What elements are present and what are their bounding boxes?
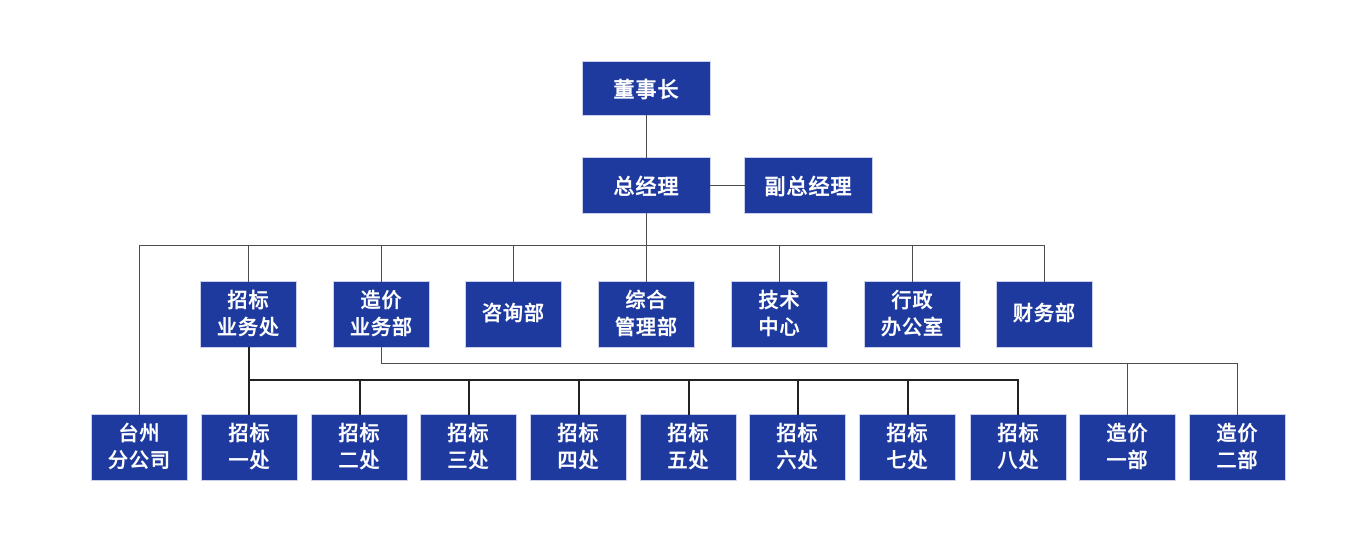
org-node-taizhou-branch: 台州 分公司 xyxy=(92,415,187,480)
connector-drop-finance-dept xyxy=(1044,245,1045,282)
connector-cost-dept-trunk xyxy=(381,347,382,363)
connector-drop-cost-dept-1 xyxy=(1127,363,1128,415)
org-node-bidding-office-2: 招标 二处 xyxy=(312,415,407,480)
connector-drop-bidding-office-3 xyxy=(468,379,470,415)
connector-drop-technology-center xyxy=(779,245,780,282)
org-node-bidding-office-7: 招标 七处 xyxy=(860,415,955,480)
org-node-bidding-business-office: 招标 业务处 xyxy=(201,282,296,347)
connector-gm-to-bus xyxy=(646,213,647,245)
org-node-label-line1: 行政 xyxy=(891,290,934,313)
org-node-label-line1: 招标 xyxy=(997,423,1040,446)
connector-drop-bidding-office-7 xyxy=(907,379,909,415)
org-node-label-line2: 六处 xyxy=(776,449,819,472)
connector-level3-bus xyxy=(139,245,1045,246)
org-node-bidding-office-4: 招标 四处 xyxy=(531,415,626,480)
org-node-bidding-office-8: 招标 八处 xyxy=(971,415,1066,480)
org-node-deputy-general-manager: 副总经理 xyxy=(745,158,872,213)
org-node-technology-center: 技术 中心 xyxy=(732,282,827,347)
org-node-label-line1: 招标 xyxy=(447,423,490,446)
org-node-label-line1: 台州 xyxy=(118,423,161,446)
connector-drop-general-management-dept xyxy=(646,245,647,282)
org-node-bidding-office-6: 招标 六处 xyxy=(750,415,845,480)
org-node-cost-business-dept: 造价 业务部 xyxy=(334,282,429,347)
org-node-label-line1: 综合 xyxy=(625,290,668,313)
org-node-label-line1: 造价 xyxy=(1106,423,1149,446)
org-node-label: 财务部 xyxy=(1013,303,1076,326)
org-node-label-line2: 办公室 xyxy=(881,316,944,339)
org-node-label: 咨询部 xyxy=(482,303,545,326)
org-node-label: 总经理 xyxy=(613,175,680,199)
connector-drop-administrative-office xyxy=(912,245,913,282)
org-node-label-line2: 一部 xyxy=(1106,449,1149,472)
connector-drop-bidding-office-4 xyxy=(578,379,580,415)
org-node-label-line2: 中心 xyxy=(758,316,801,339)
connector-drop-bidding-office-6 xyxy=(797,379,799,415)
org-node-label-line1: 招标 xyxy=(557,423,600,446)
connector-bidding-offices-bus xyxy=(248,379,1019,381)
org-node-bidding-office-3: 招标 三处 xyxy=(421,415,516,480)
org-node-label-line2: 八处 xyxy=(997,449,1040,472)
connector-gm-to-deputy-gm xyxy=(710,185,745,186)
org-node-label-line2: 业务部 xyxy=(350,316,413,339)
connector-drop-bidding-business-office xyxy=(248,245,249,282)
org-node-label-line2: 三处 xyxy=(447,449,490,472)
org-node-label-line2: 管理部 xyxy=(615,316,678,339)
org-node-general-manager: 总经理 xyxy=(583,158,710,213)
connector-drop-consulting-dept xyxy=(513,245,514,282)
org-node-label-line1: 招标 xyxy=(886,423,929,446)
connector-bidding-office-trunk xyxy=(248,347,250,415)
connector-drop-bidding-office-8 xyxy=(1017,379,1019,415)
org-node-administrative-office: 行政 办公室 xyxy=(865,282,960,347)
org-node-chairman: 董事长 xyxy=(583,62,710,115)
org-node-label-line1: 造价 xyxy=(1216,423,1259,446)
org-node-label-line1: 招标 xyxy=(776,423,819,446)
org-node-label-line2: 业务处 xyxy=(217,316,280,339)
connector-cost-depts-bus xyxy=(381,363,1238,364)
connector-drop-cost-business-dept xyxy=(381,245,382,282)
org-node-bidding-office-5: 招标 五处 xyxy=(641,415,736,480)
connector-chairman-to-gm xyxy=(646,115,647,158)
org-node-label-line2: 二部 xyxy=(1216,449,1259,472)
org-node-label: 董事长 xyxy=(613,78,680,102)
org-node-label-line1: 招标 xyxy=(227,290,270,313)
connector-drop-cost-dept-2 xyxy=(1237,363,1238,415)
org-node-cost-dept-2: 造价 二部 xyxy=(1190,415,1285,480)
org-node-label-line2: 一处 xyxy=(228,449,271,472)
org-node-label-line2: 四处 xyxy=(557,449,600,472)
connector-drop-bidding-office-2 xyxy=(359,379,361,415)
org-node-bidding-office-1: 招标 一处 xyxy=(202,415,297,480)
org-node-general-management-dept: 综合 管理部 xyxy=(599,282,694,347)
org-node-label-line2: 分公司 xyxy=(108,449,171,472)
org-node-label-line2: 二处 xyxy=(338,449,381,472)
org-node-cost-dept-1: 造价 一部 xyxy=(1080,415,1175,480)
connector-drop-bidding-office-5 xyxy=(688,379,690,415)
connector-drop-taizhou-branch xyxy=(139,245,140,415)
org-node-label-line2: 五处 xyxy=(667,449,710,472)
org-node-label-line1: 招标 xyxy=(338,423,381,446)
org-node-label-line1: 招标 xyxy=(667,423,710,446)
org-node-finance-dept: 财务部 xyxy=(997,282,1092,347)
org-node-label-line2: 七处 xyxy=(886,449,929,472)
org-node-label: 副总经理 xyxy=(764,175,853,199)
org-node-label-line1: 招标 xyxy=(228,423,271,446)
org-node-label-line1: 造价 xyxy=(360,290,403,313)
org-node-consulting-dept: 咨询部 xyxy=(466,282,561,347)
org-node-label-line1: 技术 xyxy=(758,290,801,313)
